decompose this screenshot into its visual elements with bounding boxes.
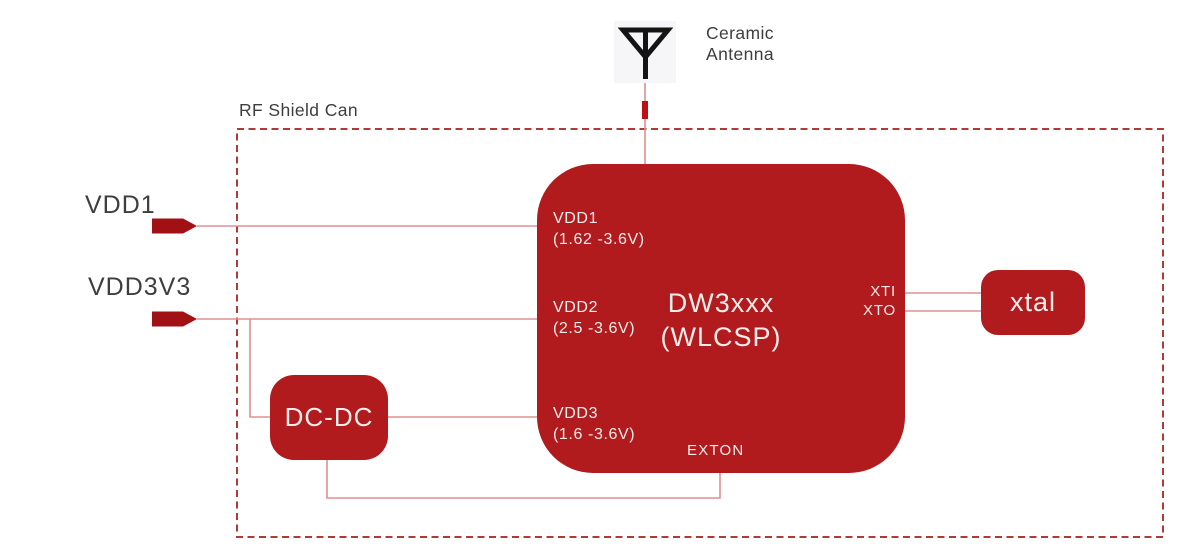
vdd3v3-arrow-pin [152, 311, 197, 327]
chip-pin-vdd1: VDD1 (1.62 -3.6V) [553, 208, 645, 250]
dcdc-converter-block: DC-DC [270, 375, 388, 460]
chip-pins-xt: XTI XTO [863, 282, 896, 320]
chip-name: DW3xxx [667, 288, 775, 318]
dw3xxx-chip-block: VDD1 (1.62 -3.6V) VDD2 (2.5 -3.6V) VDD3 … [537, 164, 905, 473]
vdd1-input-label: VDD1 [85, 191, 156, 219]
chip-pin-vdd3-range: (1.6 -3.6V) [553, 426, 636, 443]
chip-pin-vdd3-name: VDD3 [553, 405, 599, 422]
chip-pin-exton: EXTON [687, 442, 745, 459]
antenna-matching-component [642, 101, 648, 119]
chip-pin-vdd1-range: (1.62 -3.6V) [553, 231, 645, 248]
chip-pin-vdd2-name: VDD2 [553, 299, 599, 316]
wire-vdd3v3-to-dcdc [249, 319, 270, 418]
xtal-block: xtal [981, 270, 1085, 335]
chip-pin-vdd1-name: VDD1 [553, 210, 599, 227]
chip-pin-xto: XTO [863, 302, 896, 319]
chip-pin-vdd2-range: (2.5 -3.6V) [553, 320, 636, 337]
chip-pin-vdd3: VDD3 (1.6 -3.6V) [553, 403, 635, 445]
vdd3v3-input-label: VDD3V3 [88, 273, 192, 301]
vdd1-arrow-pin [152, 218, 197, 234]
chip-pin-xti: XTI [870, 283, 896, 300]
antenna-icon [614, 21, 676, 83]
chip-pin-vdd2: VDD2 (2.5 -3.6V) [553, 297, 635, 339]
chip-title: DW3xxx (WLCSP) [537, 286, 905, 354]
wire-dcdc-to-exton [326, 460, 721, 499]
dcdc-label: DC-DC [284, 402, 374, 432]
chip-package: (WLCSP) [660, 322, 782, 352]
rf-shield-can-border [236, 128, 1164, 538]
xtal-label: xtal [1009, 287, 1057, 317]
rf-shield-can-label: RF Shield Can [239, 100, 359, 120]
ceramic-antenna-label: Ceramic Antenna [706, 23, 774, 64]
